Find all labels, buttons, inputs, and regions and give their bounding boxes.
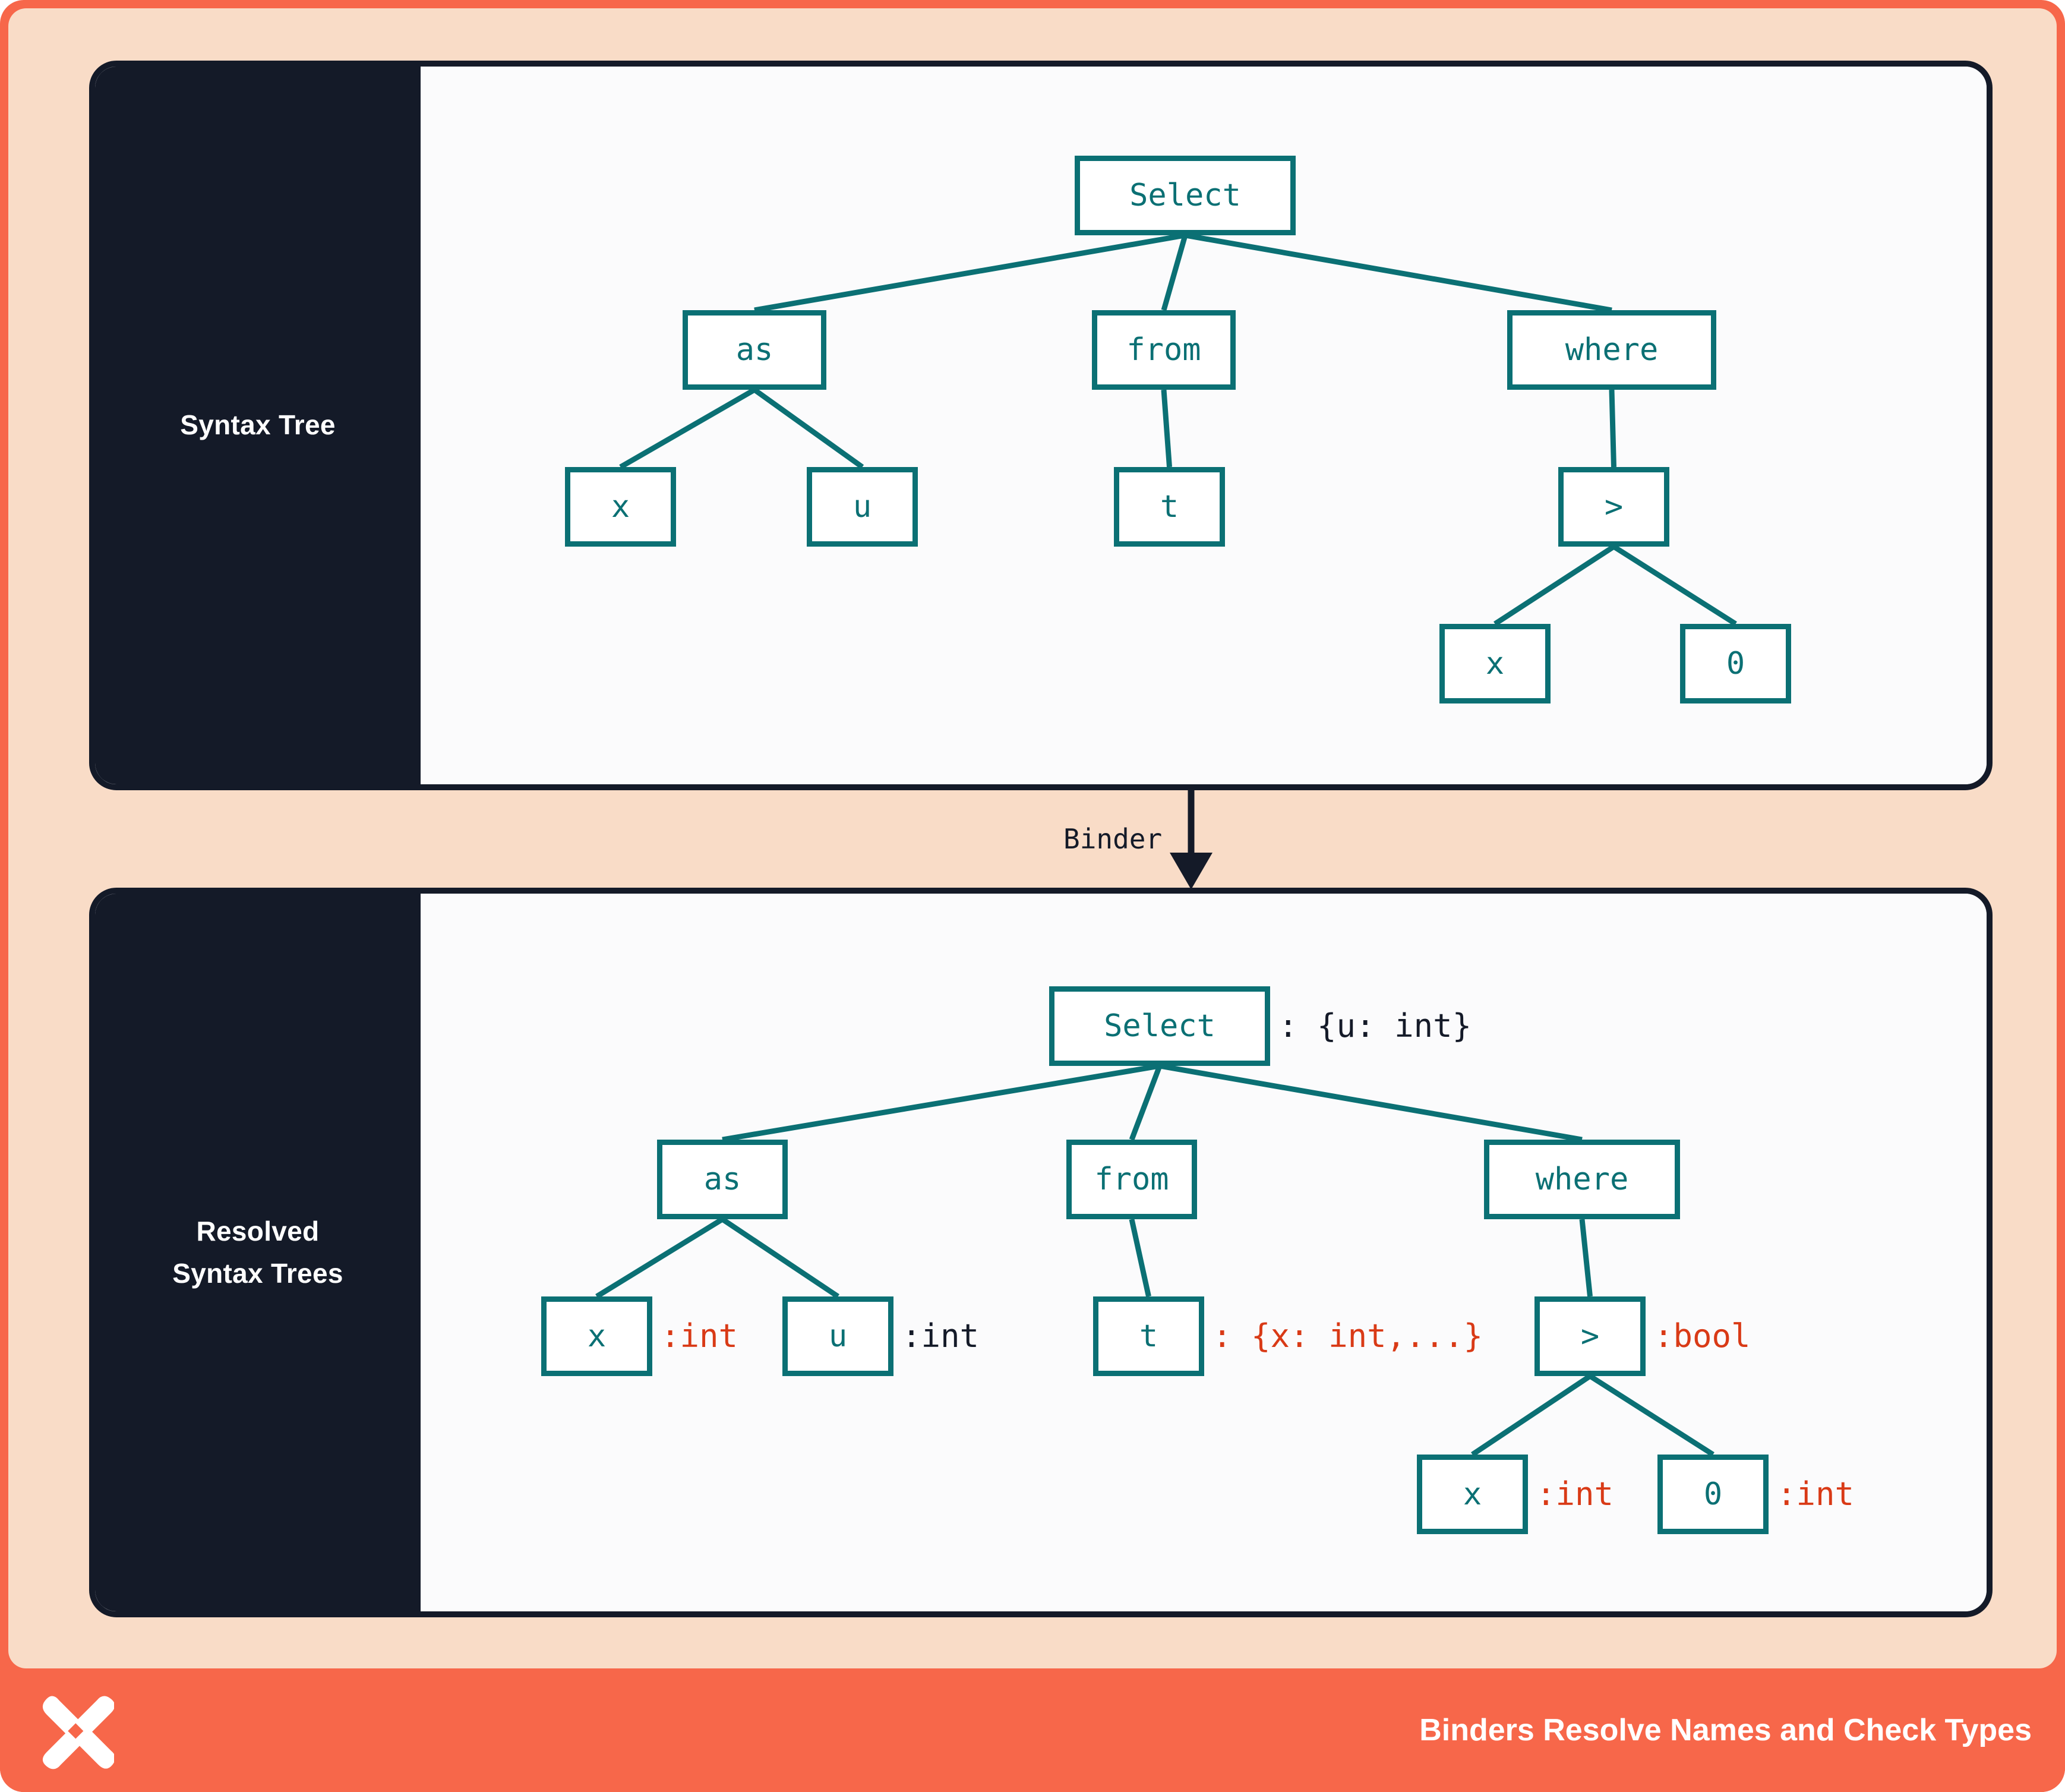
arrow-down-icon [1170, 787, 1213, 889]
tree-edge [595, 1217, 724, 1299]
resolved-syntax-trees-panel-sidebar: Resolved Syntax Trees [95, 894, 421, 1611]
resolved-tree-edges [595, 1063, 1714, 1457]
resolved-tree-type-annotation-r-gt-0: :int [1777, 1475, 1855, 1513]
resolved-tree-node-r-gt-0[interactable]: 0 [1657, 1455, 1769, 1534]
resolved-tree-node-r-as[interactable]: as [657, 1140, 788, 1219]
tree-edge [722, 1063, 1160, 1143]
syntax-tree-node-gt-x[interactable]: x [1439, 624, 1551, 703]
syntax-tree-node-gt-0[interactable]: 0 [1680, 624, 1791, 703]
x-star-logo-icon [42, 1696, 114, 1769]
resolved-tree-type-annotation-r-from-t: : {x: int,...} [1213, 1317, 1483, 1355]
tree-edge [1494, 544, 1615, 626]
resolved-title-line2: Syntax Trees [172, 1258, 343, 1289]
resolved-tree-type-annotation-r-gt-x: :int [1536, 1475, 1614, 1513]
resolved-tree-node-r-as-x[interactable]: x [541, 1296, 652, 1376]
syntax-tree-panel-sidebar: Syntax Tree [95, 67, 421, 784]
syntax-tree-node-as-x[interactable]: x [565, 467, 676, 547]
tree-edge [753, 387, 864, 469]
resolved-tree-type-annotation-r-as-u: :int [902, 1317, 980, 1355]
resolved-tree-type-annotation-r-as-x: :int [661, 1317, 738, 1355]
resolved-syntax-trees-panel: Resolved Syntax Trees Select: {u: int} as… [89, 888, 1993, 1617]
syntax-tree-node-as-u[interactable]: u [807, 467, 918, 547]
syntax-tree-node-select[interactable]: Select [1075, 156, 1296, 235]
binder-label: Binder [1063, 823, 1163, 855]
footer-bar: Binders Resolve Names and Check Types [0, 1668, 2065, 1792]
tree-edge [1589, 1374, 1714, 1457]
resolved-tree-node-r-as-u[interactable]: u [782, 1296, 893, 1376]
resolved-tree-node-r-where[interactable]: where [1484, 1140, 1680, 1219]
syntax-tree-node-from[interactable]: from [1092, 310, 1236, 390]
tree-edge [721, 1217, 840, 1299]
syntax-tree-edges [619, 232, 1737, 626]
resolved-tree-node-r-from-t[interactable]: t [1093, 1296, 1204, 1376]
tree-edge [619, 387, 756, 469]
syntax-tree-node-as[interactable]: as [683, 310, 826, 390]
tree-edge [1471, 1374, 1592, 1457]
resolved-tree-node-r-gt[interactable]: > [1534, 1296, 1646, 1376]
tree-edge [1161, 389, 1172, 468]
syntax-tree-node-where[interactable]: where [1507, 310, 1716, 390]
syntax-tree-node-gt[interactable]: > [1558, 467, 1669, 547]
tree-edge [1159, 1063, 1583, 1143]
resolved-tree-type-annotation-r-select: : {u: int} [1278, 1007, 1472, 1045]
resolved-tree-node-r-select[interactable]: Select [1049, 986, 1270, 1066]
tree-edge [1185, 232, 1612, 313]
tree-edge [754, 232, 1186, 313]
tree-edge [1609, 389, 1616, 468]
footer-caption: Binders Resolve Names and Check Types [1419, 1713, 2032, 1747]
tree-edge [1579, 1219, 1593, 1297]
syntax-tree-panel-title: Syntax Tree [180, 409, 336, 441]
resolved-title-line1: Resolved [196, 1215, 320, 1247]
resolved-syntax-trees-panel-title: Resolved Syntax Trees [172, 1210, 343, 1295]
resolved-tree-node-r-gt-x[interactable]: x [1417, 1455, 1528, 1534]
syntax-tree-node-from-t[interactable]: t [1114, 467, 1225, 547]
resolved-tree-type-annotation-r-gt: :bool [1654, 1317, 1751, 1355]
tree-edge [1129, 1219, 1151, 1297]
tree-edge [1129, 1065, 1163, 1141]
tree-edge [1612, 544, 1737, 626]
tree-edge [1161, 234, 1188, 311]
resolved-tree-node-r-from[interactable]: from [1066, 1140, 1197, 1219]
